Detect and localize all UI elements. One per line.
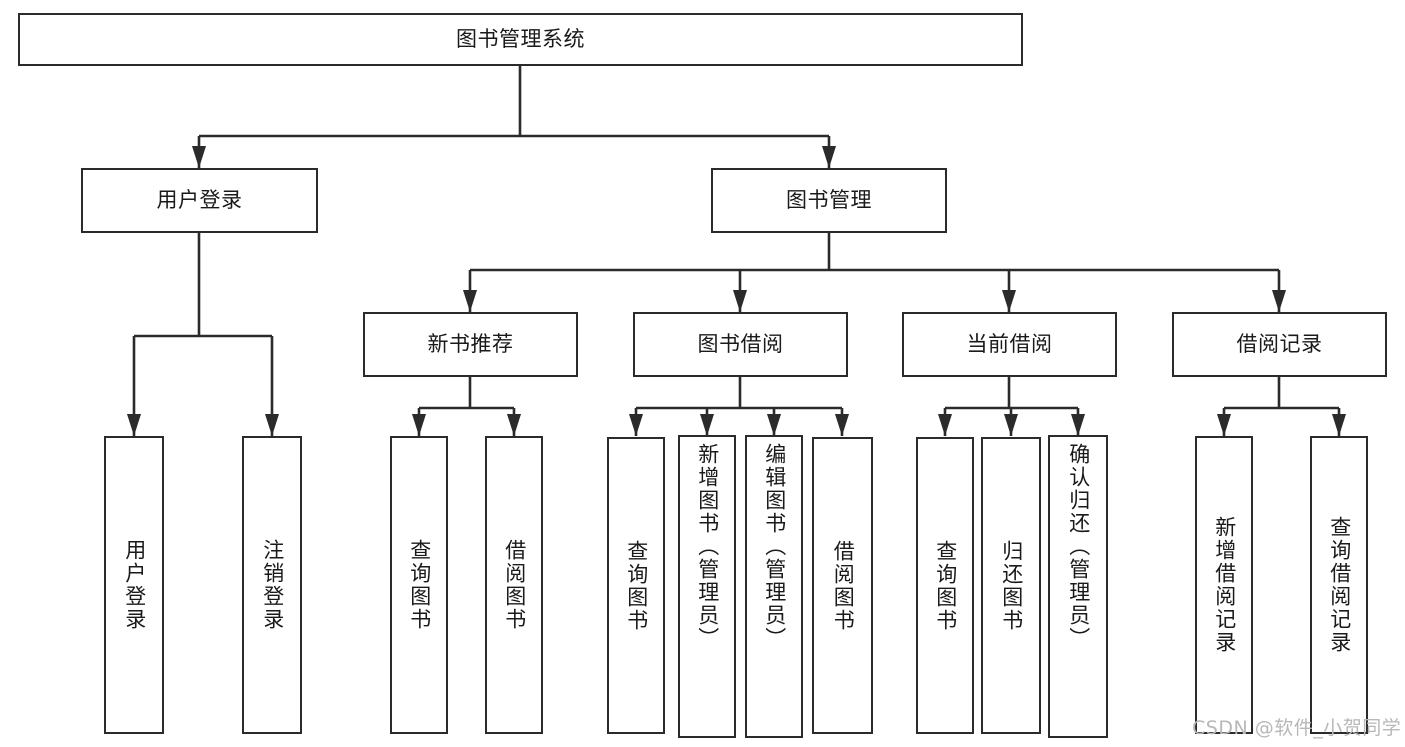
node-label: 新书推荐 — [427, 331, 514, 356]
node-label: 用户登录 — [122, 539, 147, 631]
node-leaf-edit-book[interactable]: 编辑图书（管理员） — [745, 435, 803, 738]
new-book-rec-bus-arrowhead-1 — [507, 414, 521, 436]
book-manage-bus-arrowhead-2 — [1002, 290, 1016, 312]
current-borrow-bus-arrowhead-0 — [938, 414, 952, 436]
node-leaf-query-book-2[interactable]: 查询图书 — [607, 437, 665, 734]
borrow-record-bus-arrowhead-0 — [1217, 414, 1231, 436]
node-leaf-borrow-book-1[interactable]: 借阅图书 — [485, 436, 543, 734]
book-borrow-bus-arrowhead-2 — [767, 414, 781, 436]
node-label: 查询图书 — [933, 539, 958, 632]
node-leaf-query-book-1[interactable]: 查询图书 — [390, 436, 448, 734]
book-manage-bus-arrowhead-3 — [1272, 290, 1286, 312]
node-leaf-query-book-3[interactable]: 查询图书 — [916, 437, 974, 734]
book-manage-bus-arrowhead-0 — [463, 290, 477, 312]
node-borrow-record[interactable]: 借阅记录 — [1172, 312, 1387, 377]
root-bus-arrowhead-0 — [192, 146, 206, 168]
node-book-borrow[interactable]: 图书借阅 — [633, 312, 848, 377]
node-label: 当前借阅 — [966, 331, 1053, 356]
node-leaf-query-record[interactable]: 查询借阅记录 — [1310, 436, 1368, 734]
current-borrow-bus-arrowhead-1 — [1004, 414, 1018, 436]
node-label: 新增借阅记录 — [1212, 516, 1237, 654]
node-label: 借阅记录 — [1236, 331, 1323, 356]
node-label: 图书借阅 — [697, 331, 784, 356]
node-new-book-rec[interactable]: 新书推荐 — [363, 312, 578, 377]
node-leaf-user-login[interactable]: 用户登录 — [104, 436, 164, 734]
new-book-rec-bus-arrowhead-0 — [412, 414, 426, 436]
node-label: 查询借阅记录 — [1327, 516, 1352, 654]
node-label: 借阅图书 — [831, 539, 856, 632]
node-current-borrow[interactable]: 当前借阅 — [902, 312, 1117, 377]
borrow-record-bus-arrowhead-1 — [1332, 414, 1346, 436]
root-bus-arrowhead-1 — [822, 146, 836, 168]
node-label: 注销登录 — [260, 539, 285, 631]
node-user-login[interactable]: 用户登录 — [81, 168, 318, 233]
node-leaf-user-logout[interactable]: 注销登录 — [242, 436, 302, 734]
current-borrow-bus-arrowhead-2 — [1071, 414, 1085, 436]
book-manage-bus-arrowhead-1 — [733, 290, 747, 312]
node-label: 归还图书 — [999, 539, 1024, 632]
node-label: 确认归还（管理员） — [1066, 443, 1091, 650]
node-leaf-add-record[interactable]: 新增借阅记录 — [1195, 436, 1253, 734]
node-root[interactable]: 图书管理系统 — [18, 13, 1023, 66]
user-login-bus-arrowhead-1 — [265, 414, 279, 436]
node-label: 借阅图书 — [502, 539, 527, 631]
node-label: 图书管理系统 — [456, 26, 585, 51]
node-book-manage[interactable]: 图书管理 — [711, 168, 947, 233]
watermark-text: CSDN @软件_小贺同学 — [1192, 717, 1402, 739]
node-label: 用户登录 — [156, 187, 243, 212]
node-leaf-add-book[interactable]: 新增图书（管理员） — [678, 435, 736, 738]
user-login-bus-arrowhead-0 — [127, 414, 141, 436]
book-borrow-bus-arrowhead-0 — [629, 414, 643, 436]
node-leaf-confirm-return[interactable]: 确认归还（管理员） — [1048, 435, 1108, 738]
node-label: 新增图书（管理员） — [695, 443, 720, 650]
book-borrow-bus-arrowhead-3 — [835, 414, 849, 436]
node-leaf-return-book[interactable]: 归还图书 — [981, 437, 1041, 734]
node-label: 查询图书 — [407, 539, 432, 631]
node-label: 编辑图书（管理员） — [762, 443, 787, 650]
node-leaf-borrow-book-2[interactable]: 借阅图书 — [812, 437, 873, 734]
book-borrow-bus-arrowhead-1 — [700, 414, 714, 436]
node-label: 图书管理 — [786, 187, 872, 212]
node-label: 查询图书 — [624, 539, 649, 632]
